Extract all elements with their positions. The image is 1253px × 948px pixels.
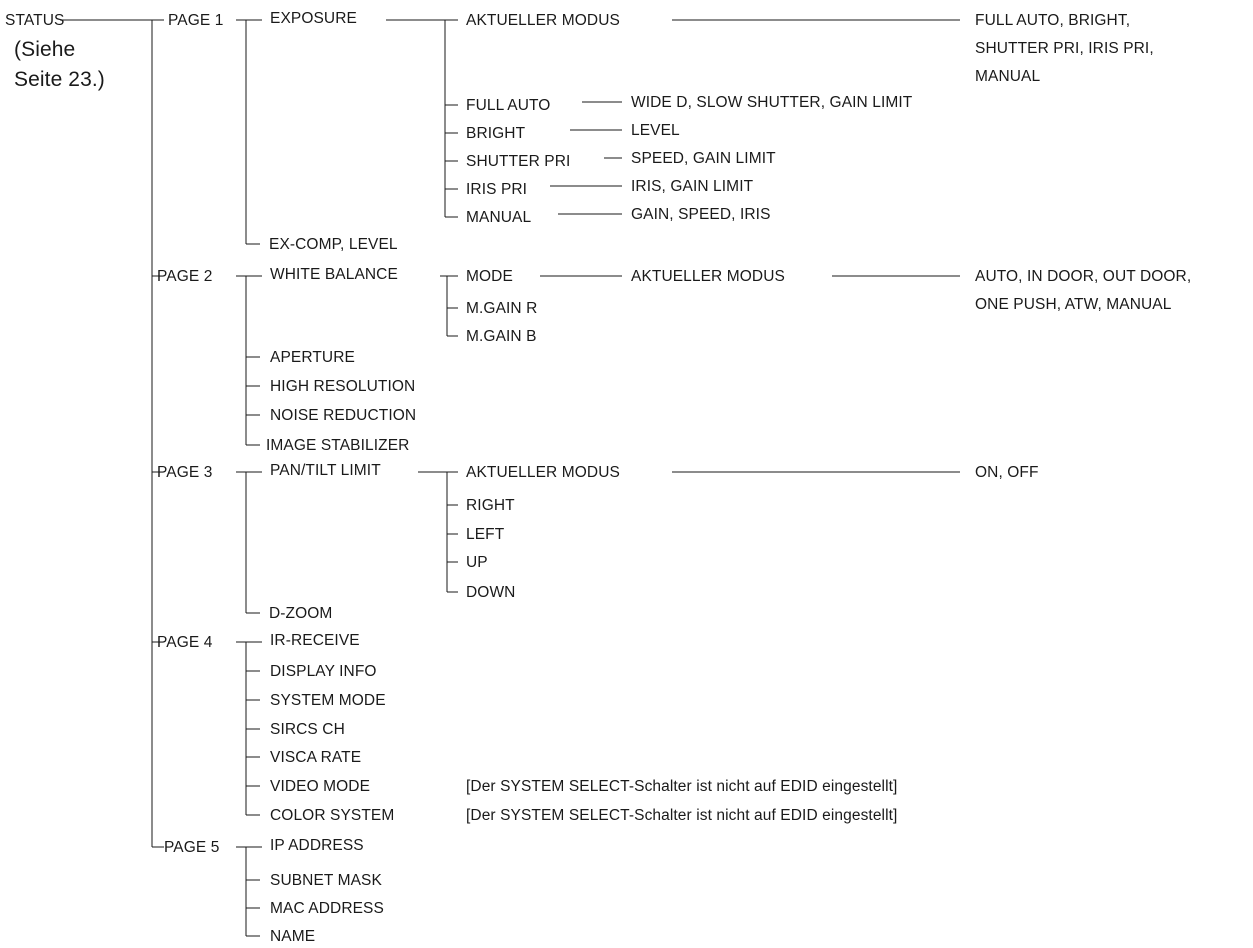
full-auto-params: WIDE D, SLOW SHUTTER, GAIN LIMIT bbox=[631, 94, 913, 111]
wb-modes-line2: ONE PUSH, ATW, MANUAL bbox=[975, 296, 1172, 313]
down-label: DOWN bbox=[466, 584, 516, 601]
status-label: STATUS bbox=[5, 12, 65, 29]
high-resolution-label: HIGH RESOLUTION bbox=[270, 378, 416, 395]
manual-params: GAIN, SPEED, IRIS bbox=[631, 206, 771, 223]
subnet-mask-label: SUBNET MASK bbox=[270, 872, 382, 889]
up-label: UP bbox=[466, 554, 488, 571]
bright-label: BRIGHT bbox=[466, 125, 526, 142]
pan-tilt-limit-label: PAN/TILT LIMIT bbox=[270, 462, 381, 479]
ip-address-label: IP ADDRESS bbox=[270, 837, 364, 854]
iris-pri-params: IRIS, GAIN LIMIT bbox=[631, 178, 754, 195]
bright-params: LEVEL bbox=[631, 122, 680, 139]
exposure-modes-line1: FULL AUTO, BRIGHT, bbox=[975, 12, 1131, 29]
white-balance-label: WHITE BALANCE bbox=[270, 266, 398, 283]
left-label: LEFT bbox=[466, 526, 505, 543]
mac-address-label: MAC ADDRESS bbox=[270, 900, 384, 917]
ex-comp-label: EX-COMP, LEVEL bbox=[269, 236, 398, 253]
wb-modes-line1: AUTO, IN DOOR, OUT DOOR, bbox=[975, 268, 1192, 285]
exposure-modes-line2: SHUTTER PRI, IRIS PRI, bbox=[975, 40, 1154, 57]
color-system-note: [Der SYSTEM SELECT-Schalter ist nicht au… bbox=[466, 807, 898, 824]
exposure-label: EXPOSURE bbox=[270, 10, 357, 27]
page-4-label: PAGE 4 bbox=[157, 634, 213, 651]
video-mode-label: VIDEO MODE bbox=[270, 778, 371, 795]
video-mode-note: [Der SYSTEM SELECT-Schalter ist nicht au… bbox=[466, 778, 898, 795]
page-3-label: PAGE 3 bbox=[157, 464, 213, 481]
pan-tilt-on-off: ON, OFF bbox=[975, 464, 1039, 481]
page-1-label: PAGE 1 bbox=[168, 12, 224, 29]
sircs-ch-label: SIRCS CH bbox=[270, 721, 345, 738]
exposure-current-mode-label: AKTUELLER MODUS bbox=[466, 12, 620, 29]
right-label: RIGHT bbox=[466, 497, 515, 514]
color-system-label: COLOR SYSTEM bbox=[270, 807, 395, 824]
exposure-modes-line3: MANUAL bbox=[975, 68, 1041, 85]
system-mode-label: SYSTEM MODE bbox=[270, 692, 386, 709]
full-auto-label: FULL AUTO bbox=[466, 97, 551, 114]
iris-pri-label: IRIS PRI bbox=[466, 181, 528, 198]
mgain-r-label: M.GAIN R bbox=[466, 300, 538, 317]
aperture-label: APERTURE bbox=[270, 349, 355, 366]
page-2-label: PAGE 2 bbox=[157, 268, 213, 285]
ir-receive-label: IR-RECEIVE bbox=[270, 632, 360, 649]
wb-mode-label: MODE bbox=[466, 268, 513, 285]
image-stabilizer-label: IMAGE STABILIZER bbox=[266, 437, 410, 454]
manual-label: MANUAL bbox=[466, 209, 532, 226]
visca-rate-label: VISCA RATE bbox=[270, 749, 362, 766]
shutter-pri-params: SPEED, GAIN LIMIT bbox=[631, 150, 776, 167]
noise-reduction-label: NOISE REDUCTION bbox=[270, 407, 417, 424]
page-reference-line2: Seite 23.) bbox=[14, 68, 105, 91]
display-info-label: DISPLAY INFO bbox=[270, 663, 377, 680]
name-label: NAME bbox=[270, 928, 316, 945]
page-5-label: PAGE 5 bbox=[164, 839, 220, 856]
page-reference-line1: (Siehe bbox=[14, 38, 76, 61]
d-zoom-label: D-ZOOM bbox=[269, 605, 333, 622]
shutter-pri-label: SHUTTER PRI bbox=[466, 153, 571, 170]
pan-tilt-current-mode-label: AKTUELLER MODUS bbox=[466, 464, 620, 481]
mgain-b-label: M.GAIN B bbox=[466, 328, 537, 345]
wb-current-mode-label: AKTUELLER MODUS bbox=[631, 268, 785, 285]
